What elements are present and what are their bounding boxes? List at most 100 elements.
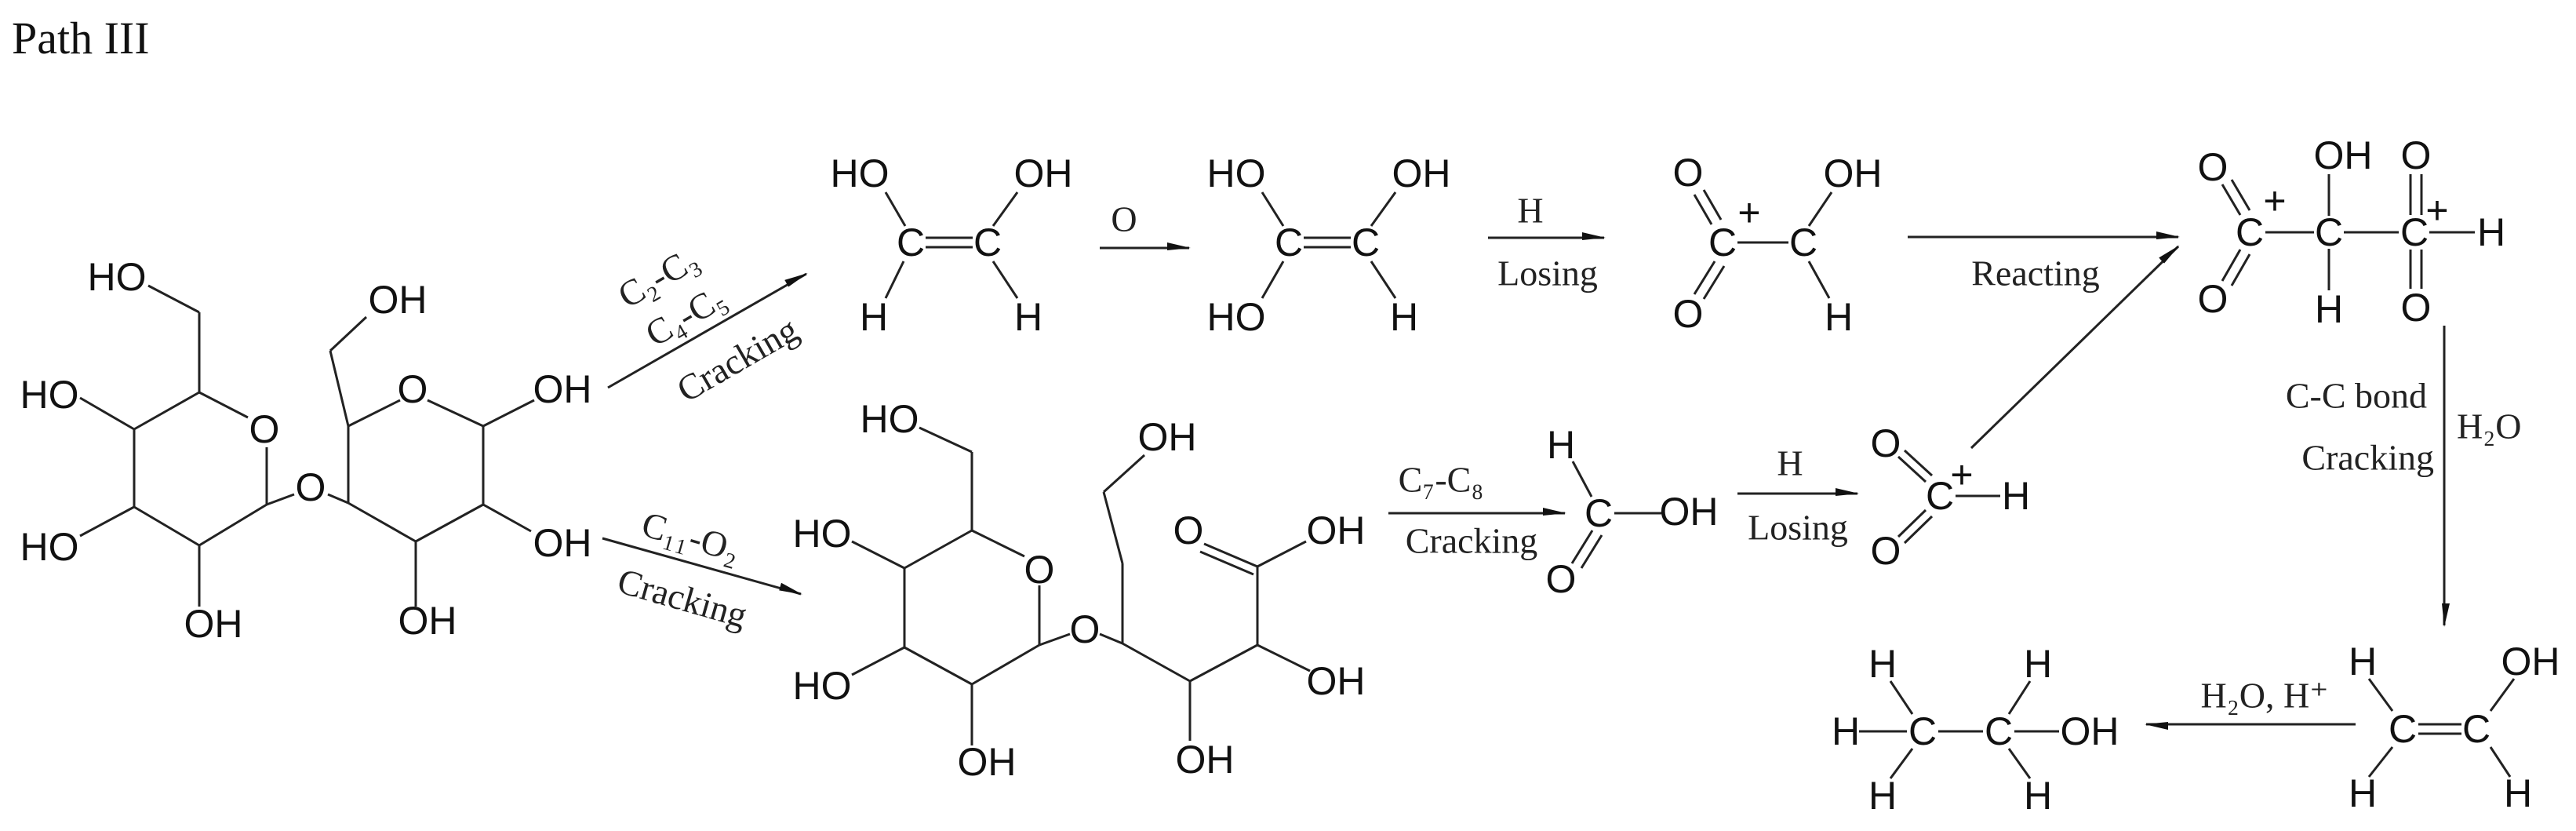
bonds <box>79 174 2516 779</box>
atom-label: OH <box>398 599 457 643</box>
atom-label: OH <box>369 278 428 322</box>
arrow-label-h-losing-bottom: H <box>1777 443 1803 483</box>
arrow-merge <box>1970 245 2180 450</box>
atom-label: OH <box>1176 738 1235 782</box>
charge-label: + <box>2263 179 2286 223</box>
chemical-bond <box>1807 191 1833 227</box>
chemical-bond <box>1102 454 1146 494</box>
arrow-label-cc-bond-cracking: Cracking <box>2301 438 2434 478</box>
chemical-bond <box>1189 643 1258 683</box>
arrow-label-reacting: Reacting <box>1971 253 2100 293</box>
arrow-cracking-down <box>602 537 802 596</box>
atom-label: C <box>1708 221 1737 264</box>
chemical-bond <box>1257 643 1311 672</box>
atom-label: OH <box>958 740 1017 784</box>
chemical-bond <box>851 646 905 676</box>
chemical-bond <box>1693 261 1716 295</box>
atom-label: O <box>2198 145 2229 189</box>
atom-label: O <box>1673 292 1704 336</box>
atom-label: OH <box>2501 640 2560 683</box>
arrow-label-cracking-down: C₁₁-O₂ <box>638 504 744 570</box>
chemical-bond <box>427 399 484 428</box>
chemical-bond <box>971 643 1040 686</box>
chemical-bond <box>884 191 907 227</box>
chemical-bond <box>1903 449 1934 477</box>
chemical-bond <box>133 391 200 431</box>
chemical-bond <box>1889 748 1914 779</box>
atom-label: O <box>2401 133 2432 177</box>
atom-label: OH <box>1014 151 1073 195</box>
arrow-label-hydration: H₂O, H⁺ <box>2201 676 2329 716</box>
atom-label: O <box>1871 421 1901 465</box>
atom-label: HO <box>20 373 79 417</box>
atom-label: OH <box>1307 659 1366 703</box>
atom-label: H <box>2315 287 2343 331</box>
chemical-bond <box>2007 748 2032 779</box>
atom-label: O <box>398 367 428 411</box>
chemical-bond <box>991 191 1019 227</box>
atom-label: C <box>2389 707 2417 751</box>
atom-label: H <box>1390 295 1418 339</box>
chemical-bond <box>1261 261 1285 299</box>
chemical-bond <box>482 503 532 533</box>
atom-label: HO <box>1207 295 1266 339</box>
charge-label: + <box>2425 188 2448 232</box>
chemical-bond <box>1203 542 1258 568</box>
atom-label: HO <box>20 525 79 569</box>
chemical-bond <box>2007 680 2032 715</box>
arrow-label-h-losing-top: H <box>1517 191 1543 231</box>
chemical-bond <box>1039 632 1071 647</box>
atom-label: O <box>2401 286 2432 330</box>
chemical-bond <box>415 503 484 543</box>
charge-label: + <box>1737 191 1760 235</box>
chemical-bond <box>133 505 200 547</box>
arrow-label-cracking-down: Cracking <box>613 560 751 636</box>
atom-label: O <box>2198 277 2229 321</box>
chemical-bond <box>347 501 417 543</box>
chemical-bond <box>2230 253 2251 286</box>
atom-label: H <box>1868 642 1897 686</box>
atom-label: C <box>1585 491 1613 535</box>
chemical-bond <box>971 529 1025 558</box>
atom-label: H <box>1014 295 1042 339</box>
chemical-bond <box>919 426 973 454</box>
atom-label: C <box>2400 210 2429 254</box>
atom-label: H <box>1547 423 1575 467</box>
atom-label: H <box>2504 771 2532 815</box>
chemical-bond <box>1897 455 1927 483</box>
atom-label: H <box>860 295 888 339</box>
chemical-bond <box>1580 534 1603 569</box>
atom-label: OH <box>1138 415 1197 459</box>
chemical-bond <box>2367 746 2394 778</box>
chemical-bond <box>1897 508 1927 538</box>
atom-label: H <box>2477 210 2505 254</box>
atom-label: O <box>249 407 280 451</box>
chemical-bond <box>2230 179 2251 211</box>
atom-label: H <box>1868 774 1897 818</box>
atom-label: C <box>973 221 1002 264</box>
atom-label: HO <box>1207 151 1266 195</box>
arrow-cracking-up <box>607 272 808 389</box>
atom-label: C <box>2236 210 2264 254</box>
chemical-bond <box>79 396 135 431</box>
chemical-bond <box>2489 678 2516 712</box>
arrow-label-h-losing-top: Losing <box>1497 253 1598 293</box>
chemical-bond <box>482 399 535 428</box>
atom-label: C <box>1985 709 2013 753</box>
atom-label: HO <box>793 512 852 556</box>
chemical-bond <box>198 391 249 419</box>
chemical-bond <box>1102 491 1124 564</box>
arrow-label-c7-c8: C₇-C₈ <box>1399 460 1484 500</box>
chemical-bond <box>2489 746 2512 778</box>
atom-label: OH <box>1660 490 1719 534</box>
atom-label: OH <box>533 521 592 565</box>
chemical-bond <box>327 493 349 505</box>
